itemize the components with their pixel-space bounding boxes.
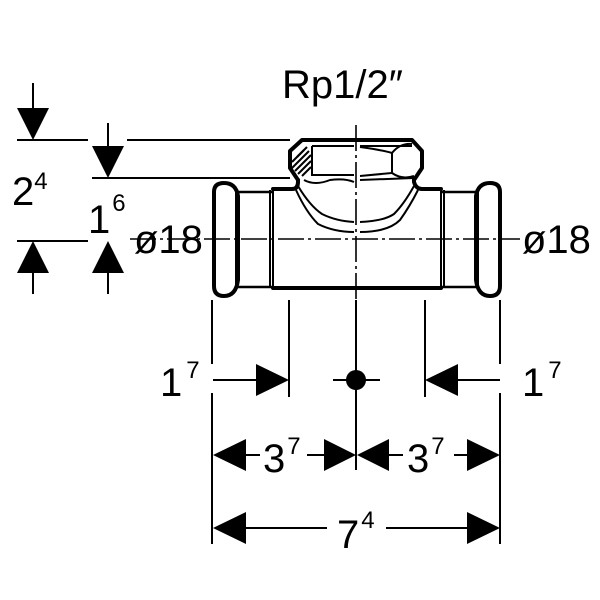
hex-chamfer <box>391 142 415 179</box>
arrow-up-icon <box>17 241 49 273</box>
branch-boss-outline <box>288 138 424 182</box>
center-point-icon <box>346 370 366 390</box>
body-top-left <box>271 178 300 191</box>
right-press-bead <box>474 181 502 298</box>
arrow-down-icon <box>92 146 124 178</box>
hex-face-curve <box>359 146 393 177</box>
arrow-down-icon <box>17 108 49 140</box>
height-dimension-branch: 16 <box>88 123 290 294</box>
arrow-up-icon <box>92 241 124 273</box>
arrow-left-icon <box>213 512 246 544</box>
arrow-left-icon <box>425 364 458 396</box>
cavity-edge-right <box>359 177 415 181</box>
arrow-right-icon <box>467 439 500 471</box>
arrow-right-icon <box>467 512 500 544</box>
cavity-inner-left <box>297 185 355 223</box>
thread-size-label: Rp1/2″ <box>282 63 403 107</box>
dim-value: 37 <box>263 433 301 481</box>
arrow-right-icon <box>324 439 356 471</box>
section-hatching <box>291 146 312 177</box>
arrow-left-icon <box>213 439 246 471</box>
left-press-bead <box>212 181 240 298</box>
cavity-edge-left <box>303 178 355 184</box>
diameter-right-label: ø18 <box>522 218 591 262</box>
half-length-dimension-right: 37 <box>357 433 500 481</box>
height-dimension-total: 24 <box>12 83 290 294</box>
half-length-dimension-left: 37 <box>213 433 356 481</box>
arrow-left-icon <box>357 439 389 471</box>
body-top-right <box>412 178 443 191</box>
dim-value: 37 <box>407 433 445 481</box>
cavity-inner-right <box>359 185 415 223</box>
dim-value: 16 <box>88 190 126 242</box>
diameter-left-label: ø18 <box>134 218 203 262</box>
tee-body <box>212 138 502 298</box>
dim-value: 24 <box>12 168 48 214</box>
arrow-right-icon <box>256 364 289 396</box>
total-length-dimension: 74 <box>213 507 500 557</box>
dim-value: 74 <box>337 507 375 557</box>
cavity-outer-right <box>359 189 419 233</box>
cavity-outer-left <box>295 189 355 233</box>
